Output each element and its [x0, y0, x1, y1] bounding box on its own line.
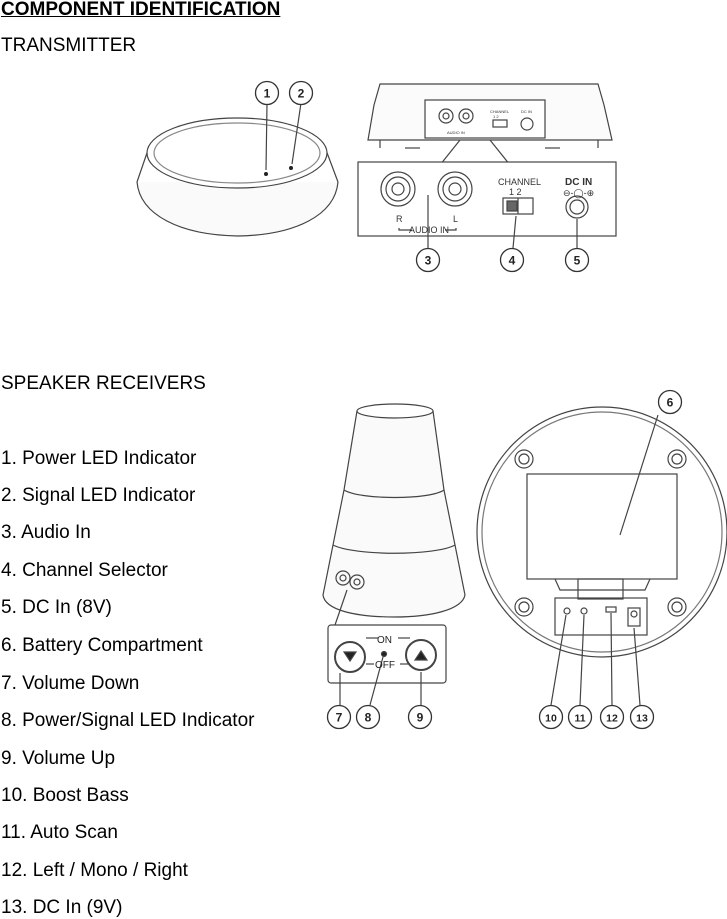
list-item: 4. Channel Selector [1, 560, 168, 581]
l-label: L [453, 214, 458, 224]
channel-label: CHANNEL [498, 177, 541, 187]
callout-number: 11 [574, 713, 585, 725]
dc-in-label: DC IN [565, 177, 592, 188]
transmitter-zoom-panel [357, 161, 617, 249]
small-audio-label: AUDIO IN [447, 130, 465, 135]
channel-nums: 1 2 [509, 187, 522, 197]
list-item: 5. DC In (8V) [1, 597, 112, 618]
audio-in-label: AUDIO IN [409, 225, 449, 235]
list-item: 13. DC In (9V) [1, 897, 123, 918]
small-channel-label: CHANNEL [490, 109, 510, 114]
list-item: 11. Auto Scan [1, 822, 118, 843]
on-label: ON [377, 635, 392, 646]
callout-number: 3 [425, 254, 432, 268]
list-item: 12. Left / Mono / Right [1, 860, 188, 881]
callout-number: 7 [336, 711, 343, 725]
list-item: 9. Volume Up [1, 748, 116, 769]
small-channel-nums: 1 2 [493, 114, 499, 119]
list-item: 10. Boost Bass [1, 785, 129, 806]
callout-number: 4 [509, 254, 516, 268]
list-item: 1. Power LED Indicator [1, 448, 197, 469]
speaker-bottom-illustration [476, 406, 727, 706]
dc-polarity-icon: ⊖-◯-⊕ [563, 188, 594, 199]
callout-number: 12 [606, 713, 618, 725]
callout-number: 10 [545, 713, 557, 725]
transmitter-title: TRANSMITTER [1, 35, 137, 56]
transmitter-back-panel [367, 83, 613, 166]
small-dcin-label: DC IN [521, 109, 532, 114]
callout-number: 6 [667, 396, 674, 410]
speaker-receiver-illustration [322, 403, 466, 706]
list-item: 6. Battery Compartment [1, 635, 203, 656]
callout-number: 8 [365, 711, 372, 725]
callout-number: 13 [636, 713, 648, 725]
callout-number: 1 [264, 87, 271, 101]
power-led-dot [264, 172, 268, 176]
list-item: 8. Power/Signal LED Indicator [1, 710, 255, 731]
list-item: 3. Audio In [1, 522, 91, 543]
list-item: 7. Volume Down [1, 673, 140, 694]
transmitter-illustration [136, 102, 339, 237]
off-label: OFF [375, 660, 395, 671]
page-title: COMPONENT IDENTIFICATION [1, 0, 281, 20]
signal-led-dot [289, 166, 293, 170]
list-item: 2. Signal LED Indicator [1, 485, 196, 506]
callout-number: 9 [417, 711, 424, 725]
receivers-title: SPEAKER RECEIVERS [1, 373, 206, 394]
r-label: R [396, 214, 403, 224]
callout-number: 2 [298, 87, 305, 101]
callout-number: 5 [574, 254, 581, 268]
